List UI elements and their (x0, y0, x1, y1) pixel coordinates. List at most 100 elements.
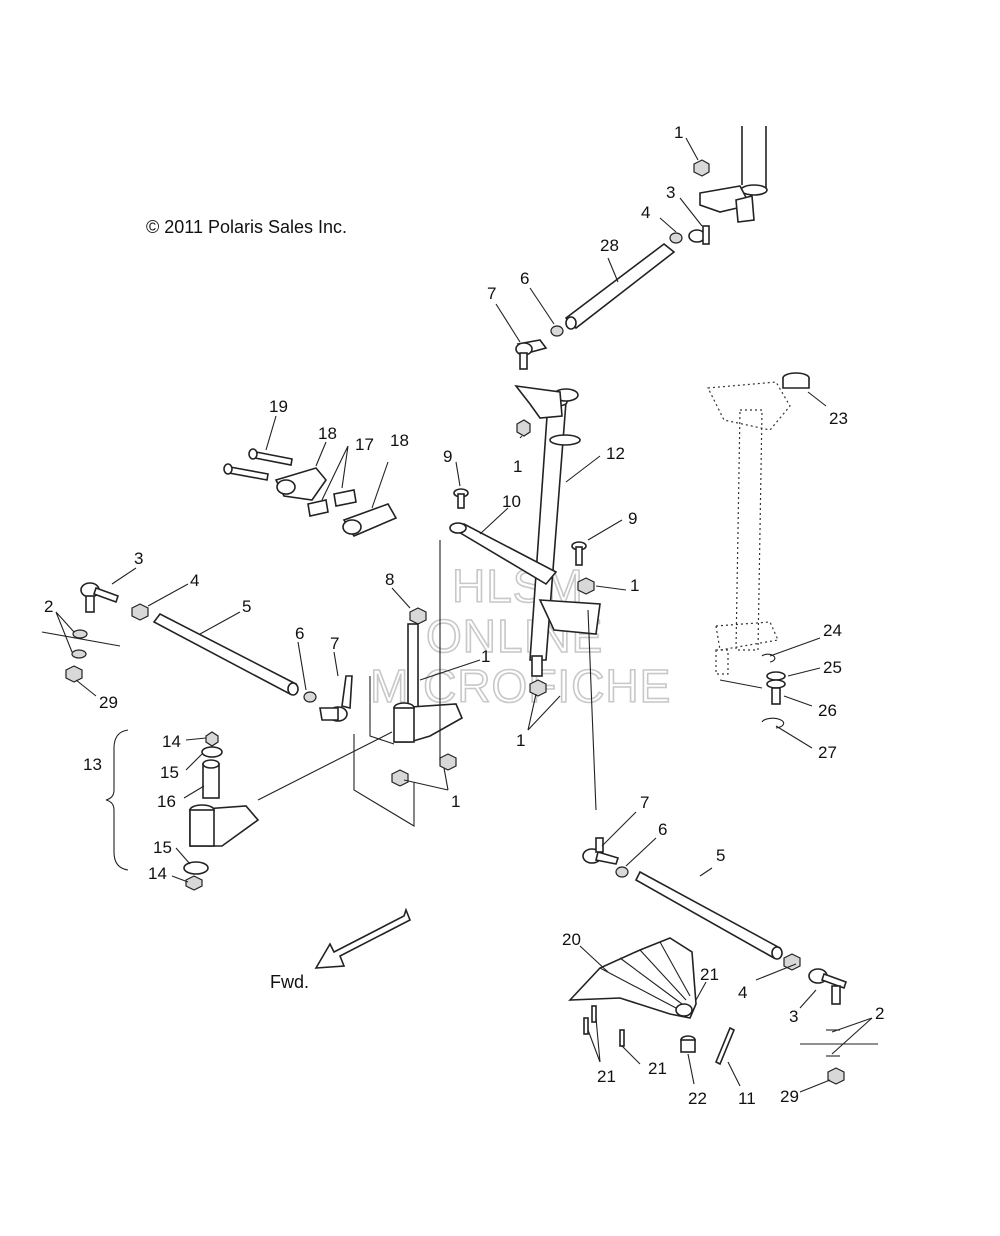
nut-29-left (65, 665, 83, 683)
callout-label: 11 (738, 1089, 756, 1108)
callout-label: 16 (157, 792, 176, 811)
callout-label: 26 (818, 701, 837, 720)
callout-label: 1 (451, 792, 460, 811)
callout-label: 21 (597, 1067, 616, 1086)
callout-label: 9 (628, 509, 637, 528)
callout-label: 29 (99, 693, 118, 712)
cotter-pin-11 (714, 1026, 736, 1066)
bracket-13 (105, 729, 129, 871)
nut-1-post-upper (516, 419, 531, 437)
callout-label: 21 (700, 965, 719, 984)
jam-nut-6-top (550, 325, 564, 337)
callout-label: 9 (443, 447, 452, 466)
jam-nut-4-top (669, 232, 683, 244)
callout-label: 22 (688, 1089, 707, 1108)
tie-rod-end-7-left (319, 675, 353, 722)
bushing-16 (202, 759, 220, 799)
callout-label: 3 (666, 183, 675, 202)
callout-label: 8 (385, 570, 394, 589)
callout-label: 5 (242, 597, 251, 616)
spindle-center (393, 702, 464, 743)
tie-rod-end-3-top (688, 225, 710, 245)
forward-arrow-icon (314, 907, 412, 969)
tie-rod-5-left (152, 612, 299, 696)
bushing-25 (766, 671, 786, 689)
callout-label: 1 (516, 731, 525, 750)
jam-nut-6-left (303, 691, 317, 703)
jam-nut-4-left (131, 603, 149, 621)
tie-rod-end-3-right (808, 968, 848, 1005)
washer-15-bottom (183, 861, 209, 875)
washers-2-right (800, 1029, 878, 1057)
callout-label: 21 (648, 1059, 667, 1078)
forward-label: Fwd. (270, 972, 309, 992)
callout-label: 14 (148, 864, 167, 883)
bolt-9-left (453, 488, 469, 509)
link-18-right (342, 503, 398, 538)
callout-label: 10 (502, 492, 521, 511)
washer-15-top (201, 746, 223, 758)
nut-1-top (693, 159, 710, 177)
nut-1-center-b (439, 753, 457, 771)
nut-14-bottom (185, 875, 203, 891)
callout-label: 27 (818, 743, 837, 762)
cover-20 (568, 937, 697, 1019)
column-assembly-23 (707, 372, 810, 675)
callout-label: 2 (875, 1004, 884, 1023)
callout-label: 5 (716, 846, 725, 865)
callout-label: 4 (738, 983, 747, 1002)
callout-label: 14 (162, 732, 181, 751)
callout-label: 28 (600, 236, 619, 255)
callout-label: 1 (481, 647, 490, 666)
callout-label: 7 (487, 284, 496, 303)
callout-label: 3 (134, 549, 143, 568)
callout-label: 4 (190, 571, 199, 590)
callout-label: 6 (520, 269, 529, 288)
jam-nut-6-right (615, 866, 629, 878)
bushings-17 (307, 489, 357, 517)
upper-steering-column (699, 126, 768, 223)
callout-label: 4 (641, 203, 650, 222)
callout-label: 12 (606, 444, 625, 463)
callout-label: 15 (153, 838, 172, 857)
steering-post-12 (514, 384, 601, 677)
bolt-9-right (571, 541, 587, 566)
tie-rod-5-right (634, 870, 783, 960)
tie-rod-end-7-right (582, 837, 620, 865)
callout-label: 18 (390, 431, 409, 450)
pin-26 (771, 687, 781, 705)
tie-rod-28 (564, 242, 676, 330)
circlip-27 (761, 717, 785, 729)
callout-label: 20 (562, 930, 581, 949)
plug-22 (680, 1035, 696, 1053)
watermark-line-3: MICROFICHE (370, 660, 671, 712)
callout-label: 1 (674, 123, 683, 142)
tie-rod-end-7-top (515, 339, 548, 370)
callout-label: 7 (330, 634, 339, 653)
callout-label: 13 (83, 755, 102, 774)
nut-29-right (827, 1067, 845, 1085)
leader-lines (55, 137, 873, 1093)
callout-label: 3 (789, 1007, 798, 1026)
callout-label: 7 (640, 793, 649, 812)
callout-label: 19 (269, 397, 288, 416)
nut-1-center-a (391, 769, 409, 787)
nut-1-post-mid (577, 577, 595, 595)
callout-label: 6 (295, 624, 304, 643)
callout-label: 1 (630, 576, 639, 595)
callout-label: 2 (44, 597, 53, 616)
link-18-left (274, 467, 328, 501)
washers-2-left (41, 629, 121, 659)
bolts-19 (223, 448, 293, 481)
callout-label: 1 (513, 457, 522, 476)
rivets-21 (583, 1005, 625, 1047)
steering-arm-10 (449, 522, 558, 586)
callout-labels: 1 3 4 28 6 7 23 19 18 17 18 9 1 12 10 9 … (44, 123, 884, 1108)
tie-rod-end-3-left (80, 582, 120, 613)
jam-nut-4-right (783, 953, 801, 971)
bolt-8 (407, 607, 427, 709)
nut-1-post-low (529, 679, 547, 697)
copyright-text: © 2011 Polaris Sales Inc. (146, 217, 347, 237)
callout-label: 17 (355, 435, 374, 454)
